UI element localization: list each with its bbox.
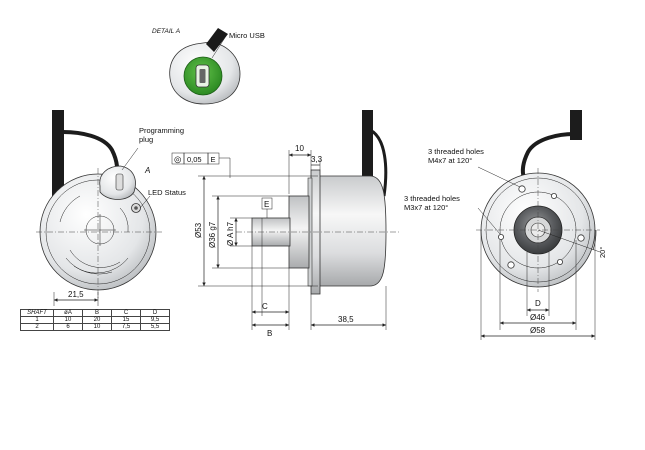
detail-a: DETAIL A Micro USB (152, 28, 265, 105)
dim-10: 10 (295, 144, 304, 153)
side-view: ◎ 0,05 E 10 3,3 E Ø53 Ø36 g7 Ø A h7 (171, 110, 400, 338)
detail-cable (206, 28, 228, 52)
holes-m3-label-line1: 3 threaded holes (404, 194, 460, 203)
dim-phi46: Ø46 (530, 313, 546, 322)
detail-title: DETAIL A (152, 28, 180, 35)
tolerance-datum: E (211, 155, 216, 164)
back-view: Programming plug LED Status A 21,5 (36, 110, 186, 306)
table-cell: 6 (53, 323, 83, 331)
dim-c: C (262, 302, 268, 311)
dim-3-3: 3,3 (311, 155, 323, 164)
holes-m3-label-line2: M3x7 at 120° (404, 203, 448, 212)
shaft-table: SHAFT øA B C D 1 10 20 15 9,5 2 6 10 7,5… (20, 309, 170, 331)
holes-m3-label: 3 threaded holes M3x7 at 120° (404, 194, 462, 212)
table-cell: 10 (53, 316, 83, 324)
tolerance-value: 0,05 (187, 155, 202, 164)
table-cell: 9,5 (140, 316, 170, 324)
programming-plug-label-line2: plug (139, 135, 153, 144)
dim-b: B (267, 329, 272, 338)
front-view: 3 threaded holes M4x7 at 120° 3 threaded… (404, 110, 607, 340)
table-cell: 20 (82, 316, 112, 324)
hole-m3-3 (557, 258, 564, 265)
col-phi-a: øA (53, 309, 83, 317)
dim-phi58: Ø58 (530, 326, 546, 335)
dim-phiA: Ø A h7 (226, 221, 235, 246)
hole-m4-2 (507, 261, 515, 269)
micro-usb-label: Micro USB (229, 31, 265, 40)
col-b: B (82, 309, 112, 317)
side-housing (317, 175, 387, 287)
hole-m4-3 (577, 234, 585, 242)
holes-m4-label: 3 threaded holes M4x7 at 120° (428, 147, 486, 165)
dim-21-5: 21,5 (68, 290, 84, 299)
dim-38-5: 38,5 (338, 315, 354, 324)
programming-plug-label-line1: Programming (139, 126, 184, 135)
table-cell: 1 (20, 316, 54, 324)
holes-m4-label-line1: 3 threaded holes (428, 147, 484, 156)
back-cable (52, 110, 64, 206)
hole-m4-1 (518, 185, 526, 193)
dim-20-deg: 20° (598, 247, 607, 258)
led-status-label: LED Status (148, 188, 186, 197)
front-cable-loop (520, 132, 575, 179)
table-cell: 10 (82, 323, 112, 331)
tolerance-symbol: ◎ (174, 154, 182, 164)
dim-phi36: Ø36 g7 (208, 221, 217, 248)
shaft-table-header: SHAFT øA B C D (20, 309, 170, 317)
table-cell: 7,5 (111, 323, 141, 331)
col-d: D (140, 309, 170, 317)
table-cell: 2 (20, 323, 54, 331)
section-marker-a: A (144, 166, 150, 175)
col-shaft: SHAFT (20, 309, 54, 317)
dim-d: D (535, 299, 541, 308)
table-cell: 5,5 (140, 323, 170, 331)
holes-m4-label-line2: M4x7 at 120° (428, 156, 472, 165)
dim-phi53: Ø53 (194, 222, 203, 238)
hole-m3-1 (551, 192, 558, 199)
table-row: 1 10 20 15 9,5 (20, 316, 170, 324)
datum-e: E (264, 200, 269, 209)
table-row: 2 6 10 7,5 5,5 (20, 323, 170, 331)
hole-m3-2 (497, 233, 504, 240)
programming-plug-label: Programming plug (139, 126, 186, 144)
table-cell: 15 (111, 316, 141, 324)
col-c: C (111, 309, 141, 317)
